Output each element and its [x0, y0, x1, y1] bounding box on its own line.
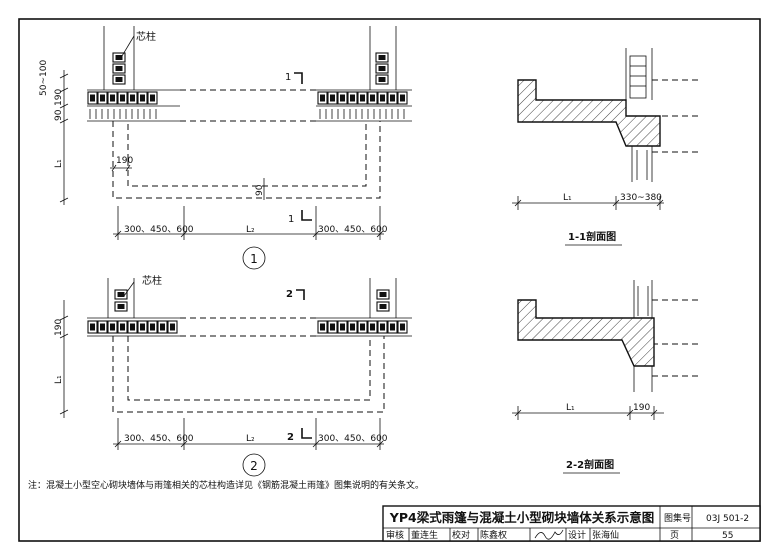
dim-L1-left-1: L₁: [54, 159, 64, 168]
section-mark-2-top: 2: [286, 289, 293, 300]
plan-number-circle-1: [242, 246, 266, 270]
wall-core-1: [629, 55, 647, 99]
section1-dim-L1: L₁: [563, 193, 572, 203]
core-column-right-1: [375, 52, 389, 85]
section2-caption: 2-2剖面图: [566, 458, 614, 471]
dim-90-plan-1: 90: [255, 184, 265, 196]
core-column-left-1: [112, 52, 126, 85]
check-name: 陈鑫权: [480, 529, 507, 541]
atlas-number: 03J 501-2: [706, 514, 749, 524]
atlas-label: 图集号: [664, 512, 691, 524]
general-note: 注：混凝土小型空心砌块墙体与雨篷相关的芯柱构造详见《钢筋混凝土雨篷》图集说明的有…: [28, 479, 424, 491]
plan-1: 芯柱: [39, 26, 412, 270]
design-label: 设计: [568, 529, 586, 541]
dim-190-plan-1: 190: [116, 156, 133, 166]
dim-bottom-mid-1: L₂: [246, 225, 255, 235]
plan-2: 芯柱 190 L₁: [54, 274, 412, 477]
section-mark-1-top: 1: [285, 72, 291, 83]
dim-50-100: 50~100: [39, 60, 49, 96]
wall-blocks-left-2: [87, 320, 178, 334]
dim-90-left-1: 90: [54, 109, 64, 121]
signature-mark: [534, 529, 564, 540]
core-column-left-2: [114, 289, 128, 312]
dim-190-left-2: 190: [54, 319, 64, 336]
review-name: 董连生: [411, 529, 438, 541]
section-1-1: L₁ 330~380 1-1剖面图: [512, 48, 700, 246]
section2-dim-L1: L₁: [566, 403, 575, 413]
section-mark-2-bottom: 2: [287, 432, 294, 443]
core-label-1: 芯柱: [136, 30, 156, 43]
dim-bottom-left-1: 300、450、600: [124, 225, 194, 235]
wall-blocks-left-1: [87, 91, 158, 105]
plan-number-2: 2: [250, 459, 258, 473]
page-number: 55: [722, 531, 733, 541]
review-label: 审核: [386, 529, 404, 541]
dim-bottom-right-2: 300、450、600: [318, 434, 388, 444]
dim-190-left-1: 190: [54, 89, 64, 106]
dim-L1-left-2: L₁: [54, 375, 64, 384]
dim-bottom-mid-2: L₂: [246, 434, 255, 444]
dim-bottom-left-2: 300、450、600: [124, 434, 194, 444]
core-column-right-2: [376, 289, 390, 312]
section-2-2: L₁ 190 2-2剖面图: [512, 280, 700, 474]
wall-blocks-right-2: [317, 320, 408, 334]
design-name: 张海仙: [592, 529, 619, 541]
plan-number-circle-2: [242, 453, 266, 477]
section-mark-1-bottom: 1: [288, 214, 294, 225]
check-label: 校对: [452, 529, 470, 541]
drawing-title: YP4梁式雨篷与混凝土小型砌块墙体关系示意图: [389, 510, 654, 525]
section1-dim-right: 330~380: [620, 193, 662, 203]
section1-caption: 1-1剖面图: [568, 230, 616, 243]
plan-number-1: 1: [250, 252, 258, 266]
section2-dim-right: 190: [633, 403, 650, 413]
canopy-section-2: [517, 299, 655, 367]
core-label-2: 芯柱: [142, 274, 162, 287]
wall-blocks-right-1: [317, 91, 408, 105]
page-label: 页: [670, 530, 679, 541]
title-block: YP4梁式雨篷与混凝土小型砌块墙体关系示意图 图集号 03J 501-2 审核 …: [382, 505, 761, 542]
canopy-section-1: [517, 79, 661, 147]
dim-bottom-right-1: 300、450、600: [318, 225, 388, 235]
